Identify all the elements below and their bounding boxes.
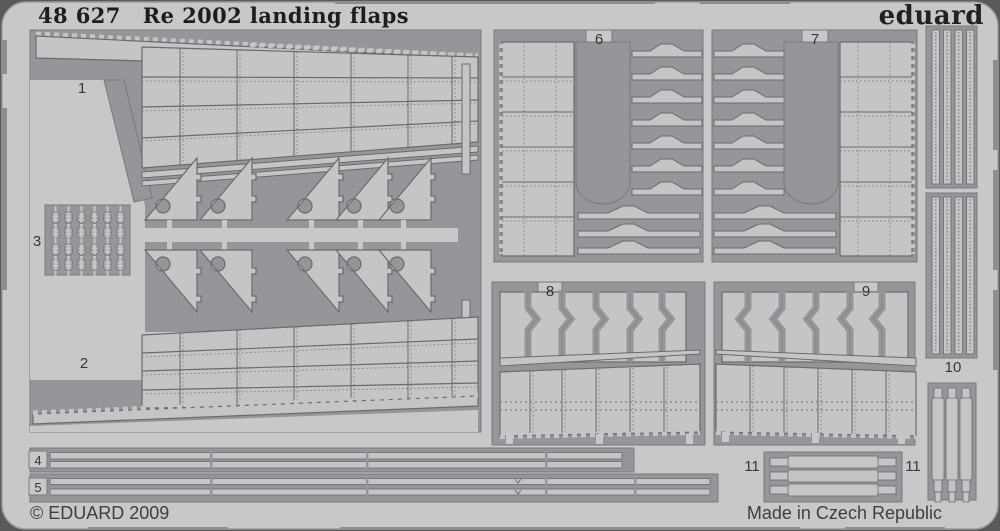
part-8-skin-panel [499,363,701,444]
page-title: Re 2002 landing flaps [142,3,409,28]
part-label-9: 9 [862,283,870,300]
part-11-horizontal-block [763,451,903,503]
part-2-flap-skin-lower [32,316,479,425]
section-part-6 [493,29,704,263]
part-label-10: 10 [945,359,962,376]
section-part-7 [711,29,918,263]
u-shaped-waste [575,41,631,205]
v-notch-marks [514,478,522,495]
part-8-rib-row [499,290,687,363]
brand-logo: eduard [878,1,984,31]
part-7-skin-panel [839,41,915,257]
section-part-8 [491,281,706,446]
part-6-skin-panel [499,41,575,257]
part-label-11b: 11 [905,458,921,475]
part-label-7: 7 [811,31,819,48]
part-label-3: 3 [33,233,41,250]
label-notch [28,450,48,469]
part-1-flap-skin-upper [35,31,479,187]
origin-text: Made in Czech Republic [746,503,942,523]
serrated-edge [35,31,479,59]
header: 48 627 Re 2002 landing flaps [38,3,409,28]
section-flap-skins-left [29,29,482,433]
part-label-1: 1 [78,80,86,97]
part-label-11a: 11 [744,458,760,475]
u-shaped-waste [783,41,839,205]
sprue-channel [140,228,458,242]
part-label-4: 4 [34,453,41,468]
part-11-vertical-block [927,382,977,503]
catalog-number: 48 627 [38,3,121,28]
part-label-2: 2 [80,355,88,372]
part-9-rib-row [721,290,909,363]
part-number-labels: 1 2 3 4 5 6 7 8 9 10 11 11 [33,31,962,495]
section-part-9 [713,281,917,446]
part-10-strips [925,25,978,359]
part-label-5: 5 [34,480,41,495]
waste-hook-top [103,79,153,203]
serrated-edge [32,392,479,416]
part-8-taper-strip [499,349,701,367]
part-3-hinges [44,204,131,278]
sprue-tabs [167,220,406,250]
part-4-strip-band [28,447,635,473]
sprue-breaks [210,478,637,496]
part-5-strip-band [28,473,719,503]
part-label-8: 8 [546,283,554,300]
part-9-taper-strip [715,349,917,367]
part-9-skin-panel [715,363,917,444]
label-notch [28,477,48,496]
sprue-breaks [210,452,548,469]
copyright-text: © EDUARD 2009 [30,503,170,523]
part-label-6: 6 [595,31,603,48]
